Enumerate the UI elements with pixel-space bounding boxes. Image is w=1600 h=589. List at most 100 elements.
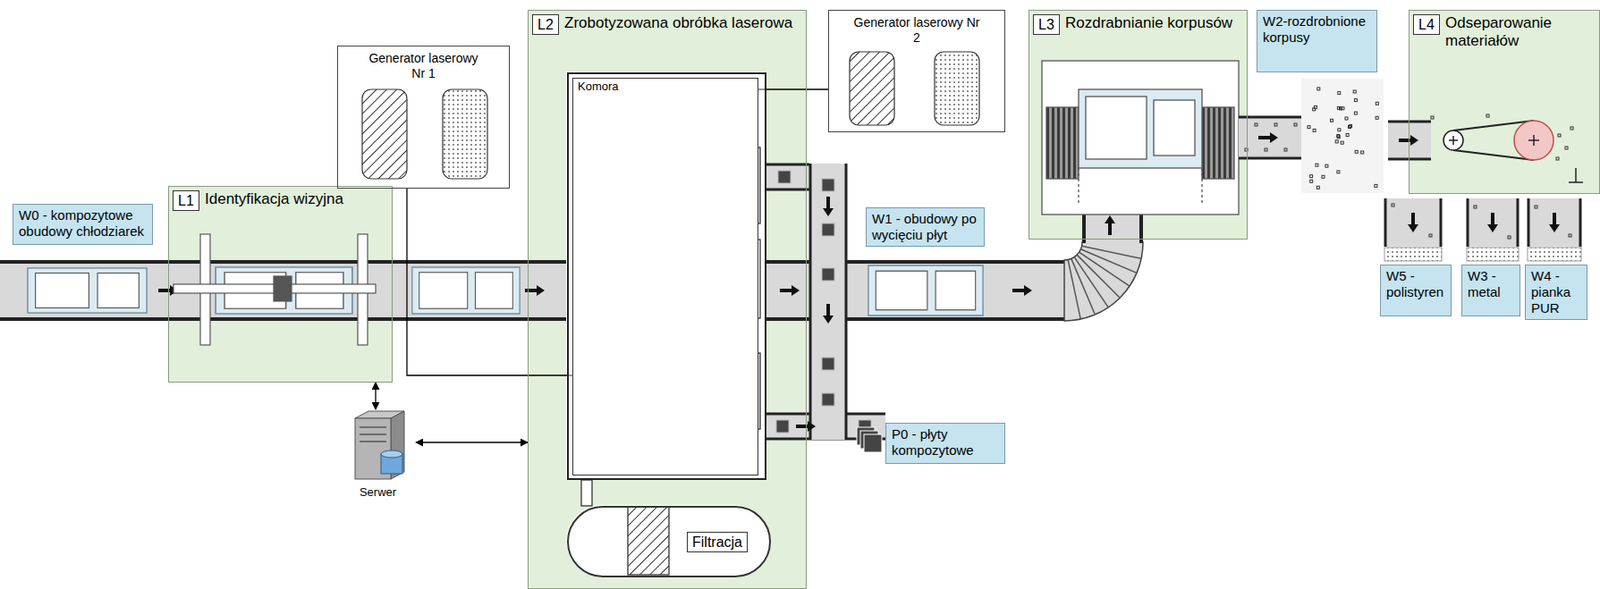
laser-generator: Generator laserowy Nr 2 (828, 9, 1006, 133)
chip-conveyor (1238, 116, 1306, 160)
chamber-box: Komora (567, 72, 767, 481)
magnetic-separator (1565, 146, 1568, 150)
plate-conveyor (765, 163, 810, 167)
node-text: W1 - obudowy po wycięciu płyt (871, 211, 979, 244)
main-conveyor (1012, 285, 1033, 297)
chip-conveyor (1238, 157, 1306, 161)
chip-conveyor (1337, 170, 1340, 174)
fridge-casing (27, 268, 147, 314)
output-conveyor (1507, 236, 1511, 239)
plate-conveyor (778, 170, 791, 184)
magnetic-separator (1532, 135, 1535, 146)
plate-conveyor (821, 178, 835, 192)
panel-ground (566, 505, 771, 577)
node-text: Filtracja (686, 532, 748, 553)
magnetic-separator (1448, 135, 1584, 183)
magnetic-separator (1574, 168, 1577, 183)
node-text: Zrobotyzowana obróbka laserowa (564, 14, 801, 33)
material-label: W0 - kompozytowe obudowy chłodziarek (12, 203, 153, 246)
output-conveyor (1384, 198, 1442, 247)
server-icon (359, 440, 387, 443)
chip-conveyor (1312, 128, 1316, 132)
shredder (1077, 168, 1079, 206)
panel-ground (527, 9, 807, 589)
chip-conveyor (1340, 141, 1344, 144)
filter-unit (581, 480, 669, 576)
stage-tag: L2 (532, 14, 559, 35)
chip-conveyor (1337, 92, 1341, 95)
main-conveyor (1067, 245, 1142, 320)
chip-conveyor (1346, 134, 1349, 137)
node-text: Rozdrabnianie korpusów (1065, 14, 1242, 33)
shredder (1201, 168, 1203, 206)
output-conveyor (1549, 212, 1560, 233)
output-conveyor (1391, 203, 1572, 239)
plate-conveyor (822, 304, 834, 324)
magnetic-separator (1570, 126, 1574, 130)
panel-ground (1408, 9, 1600, 195)
main-conveyor (0, 260, 567, 264)
chip-conveyor (1315, 163, 1319, 167)
magnetic-separator (1430, 116, 1434, 119)
shredder (1085, 96, 1147, 160)
chip-conveyor (1274, 123, 1278, 127)
filter-unit (627, 507, 669, 576)
stage-tag: L3 (1032, 14, 1060, 35)
chip-conveyor (1345, 117, 1348, 120)
server-icon (359, 426, 387, 429)
chip-conveyor (1349, 124, 1353, 127)
main-conveyor (1076, 254, 1120, 298)
plate-conveyor (795, 421, 816, 432)
chip-conveyor (1337, 135, 1340, 138)
main-conveyor (1071, 258, 1096, 315)
magnetic-separator (1514, 120, 1554, 161)
connector (374, 382, 376, 410)
plate-conveyor (765, 163, 886, 441)
chip-conveyor (1254, 123, 1258, 127)
main-conveyor (1082, 211, 1143, 244)
stage-panel: L2 Zrobotyzowana obróbka laserowaKomoraFi… (527, 9, 807, 589)
chip-conveyor (1258, 132, 1279, 144)
material-label: W2-rozdrobnione korpusy (1256, 9, 1378, 73)
shredder (1202, 107, 1235, 179)
main-conveyor (1082, 245, 1143, 259)
chip-conveyor (1294, 123, 1297, 127)
node-text: Generator laserowy Nr 2 (829, 15, 1005, 46)
output-conveyor (1534, 205, 1538, 209)
fridge-casing (868, 265, 983, 316)
node-text: P0 - płyty kompozytowe (891, 426, 999, 459)
vision-gantry (173, 234, 376, 346)
magnetic-separator (1388, 120, 1431, 124)
chip-conveyor (1284, 148, 1287, 152)
output-conveyor (1385, 198, 1581, 247)
main-conveyor (0, 260, 567, 322)
chip-conveyor (1310, 175, 1313, 178)
magnetic-separator (1452, 135, 1455, 145)
chip-conveyor (1354, 99, 1357, 102)
plate-conveyor (821, 357, 835, 371)
material-label: W1 - obudowy po wycięciu płyt (865, 207, 985, 247)
magnetic-separator (1430, 114, 1574, 161)
filter-box: Filtracja (567, 506, 771, 578)
chip-conveyor (1317, 87, 1321, 91)
connector (766, 88, 829, 90)
output-conveyor (1466, 247, 1519, 262)
chip-conveyor (1244, 87, 1379, 189)
output-conveyor (1384, 247, 1442, 262)
plate-conveyor (809, 163, 813, 441)
plate-conveyor (765, 188, 810, 192)
node-text: Odseparowanie materiałów (1445, 14, 1594, 50)
output-conveyor (1407, 212, 1419, 233)
chip-conveyor (1307, 126, 1311, 129)
plate-conveyor (821, 268, 835, 281)
main-conveyor (1104, 215, 1116, 236)
panel-ground (566, 71, 766, 480)
output-conveyor (1487, 212, 1499, 233)
magnetic-separator (1388, 120, 1431, 161)
chip-conveyor (1330, 118, 1334, 122)
shredder (1078, 89, 1203, 169)
chip-conveyor (1321, 175, 1325, 178)
main-conveyor (1082, 211, 1086, 244)
